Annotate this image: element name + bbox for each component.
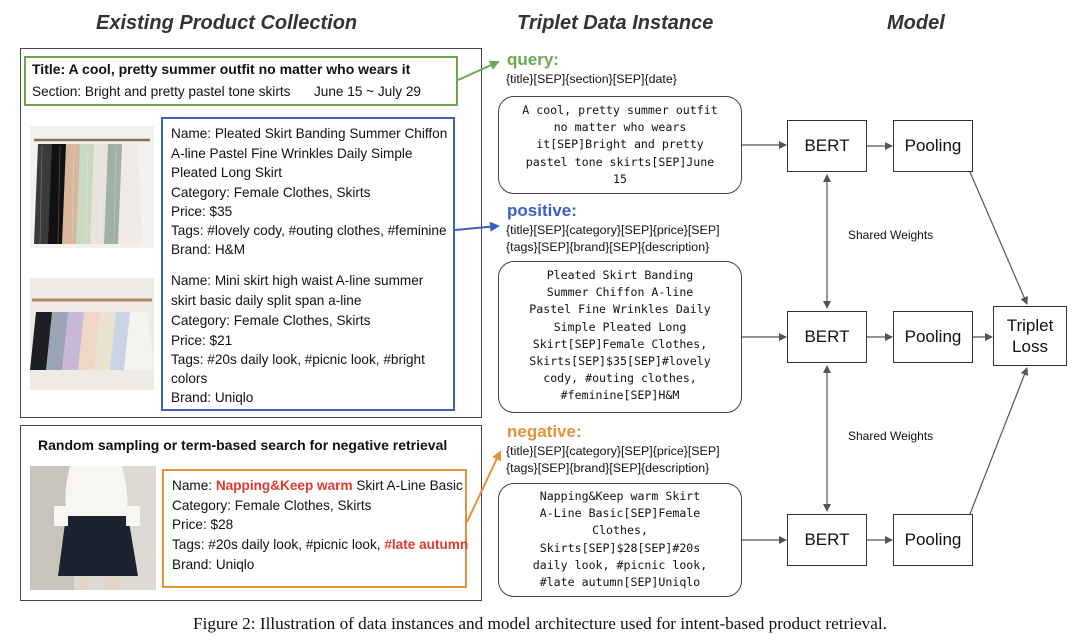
negative-text-line: Clothes, [592,523,648,538]
product2-tags-line2: colors [171,371,208,386]
negative-template-line1: {title}[SEP]{category}[SEP]{price}[SEP] [506,444,720,458]
triplet-loss-node: Triplet Loss [993,306,1067,366]
positive-text-line: #feminine[SEP]H&M [560,388,680,403]
positive-text-line: Simple Pleated Long [553,319,687,334]
product1-name-line3: Pleated Long Skirt [171,165,283,180]
positive-source-arrow [454,221,500,232]
negative-product-brand: Brand: Uniqlo [172,557,255,572]
product2-name-line1: Name: Mini skirt high waist A-line summe… [171,273,424,288]
collection-date-range: June 15 ~ July 29 [314,84,421,99]
negative-text-line: Napping&Keep warm Skirt [539,489,701,503]
positive-template-line2: {tags}[SEP]{brand}[SEP]{description} [506,240,710,254]
product1-category: Category: Female Clothes, Skirts [171,185,371,200]
negative-name-prefix: Name: [172,478,216,493]
positive-text-line: Skirts[SEP]$35[SEP]#lovely [529,354,711,369]
negative-text-line: #late autumn[SEP]Uniqlo [539,575,701,590]
product1-name-line1: Name: Pleated Skirt Banding Summer Chiff… [171,126,448,141]
header-triplet-instance: Triplet Data Instance [517,12,714,34]
negative-retrieval-panel [20,425,482,601]
query-text-line: pastel tone skirts[SEP]June [525,154,715,169]
header-model: Model [887,12,945,34]
pooling-node-query: Pooling [893,120,973,172]
pooling-negative-to-loss-arrow [969,367,1029,515]
triplet-loss-label-line2: Loss [1012,337,1048,356]
negative-text-line: A-Line Basic[SEP]Female [539,506,701,521]
query-label: query: [507,50,559,69]
negative-text-box [498,483,742,597]
product2-category: Category: Female Clothes, Skirts [171,313,371,328]
mini-skirts-photo [30,278,154,390]
positive-text-line: Pastel Fine Wrinkles Daily [529,302,711,317]
negative-text: Napping&Keep warm Skirt A-Line Basic[SEP… [500,488,740,591]
product-collection-panel [20,48,482,418]
negative-template-line2: {tags}[SEP]{brand}[SEP]{description} [506,461,710,475]
product2-brand: Brand: Uniqlo [171,390,254,405]
bert-node-positive: BERT [787,311,867,363]
query-text-line: no matter who wears [553,120,687,135]
query-text: A cool, pretty summer outfit no matter w… [500,102,740,188]
product1-tags: Tags: #lovely cody, #outing clothes, #fe… [171,223,447,238]
query-text-line: it[SEP]Bright and pretty [536,137,704,152]
negative-text-line: Skirts[SEP]$28[SEP]#20s [539,540,701,555]
negative-skirt-photo [30,466,156,590]
product2-tags-line1: Tags: #20s daily look, #picnic look, #br… [171,352,425,367]
bert-node-negative: BERT [787,514,867,566]
collection-section: Section: Bright and pretty pastel tone s… [32,84,291,99]
pooling-query-to-loss-arrow [969,171,1028,305]
header-existing-collection: Existing Product Collection [96,12,358,34]
negative-source-box [162,469,467,588]
pooling-node-negative: Pooling [893,514,973,566]
positive-text-line: Skirt[SEP]Female Clothes, [532,336,708,351]
product2-name-line2: skirt basic daily split span a-line [171,293,362,308]
positive-template-line1: {title}[SEP]{category}[SEP]{price}[SEP] [506,223,720,237]
negative-source-arrow [466,450,502,523]
negative-product-category: Category: Female Clothes, Skirts [172,498,372,513]
negative-tags-prefix: Tags: #20s daily look, #picnic look, [172,537,385,552]
query-text-box [498,96,742,194]
shared-weights-label-upper: Shared Weights [848,228,934,242]
negative-tags-highlight: #late autumn [384,537,469,552]
product1-brand: Brand: H&M [171,242,246,257]
pooling-node-positive: Pooling [893,311,973,363]
positive-text-line: Pleated Skirt Banding [546,268,694,282]
figure-caption: Figure 2: Illustration of data instances… [193,614,887,633]
negative-name-suffix: Skirt A-Line Basic [352,478,463,493]
shared-weights-label-lower: Shared Weights [848,429,934,443]
query-text-line: A cool, pretty summer outfit [522,103,718,117]
positive-text-line: Summer Chiffon A-line [546,285,694,300]
positive-label: positive: [507,201,577,220]
product1-price: Price: $35 [171,204,233,219]
triplet-loss-label-line1: Triplet [1006,316,1054,335]
query-source-arrow [457,60,500,81]
negative-text-line: daily look, #picnic look, [532,557,708,572]
positive-text-line: cody, #outing clothes, [543,371,697,386]
negative-name-highlight: Napping&Keep warm [215,478,353,493]
product1-name-line2: A-line Pastel Fine Wrinkles Daily Simple [171,146,413,161]
query-template: {title}[SEP]{section}[SEP]{date} [506,72,677,86]
query-source-box [24,56,458,106]
negative-product-tags: Tags: #20s daily look, #picnic look, #la… [172,535,468,555]
product2-price: Price: $21 [171,333,233,348]
negative-product-price: Price: $28 [172,517,234,532]
negative-panel-heading: Random sampling or term-based search for… [38,437,448,453]
negative-label: negative: [507,422,582,441]
bert-node-query: BERT [787,120,867,172]
positive-text: Pleated Skirt Banding Summer Chiffon A-l… [500,267,740,405]
positive-source-box [161,117,455,411]
negative-product-name: Name: Napping&Keep warm Skirt A-Line Bas… [172,476,463,496]
positive-text-box [498,261,742,413]
collection-title: Title: A cool, pretty summer outfit no m… [32,61,411,77]
pleated-skirts-photo [30,126,154,248]
query-text-line: 15 [613,171,627,186]
